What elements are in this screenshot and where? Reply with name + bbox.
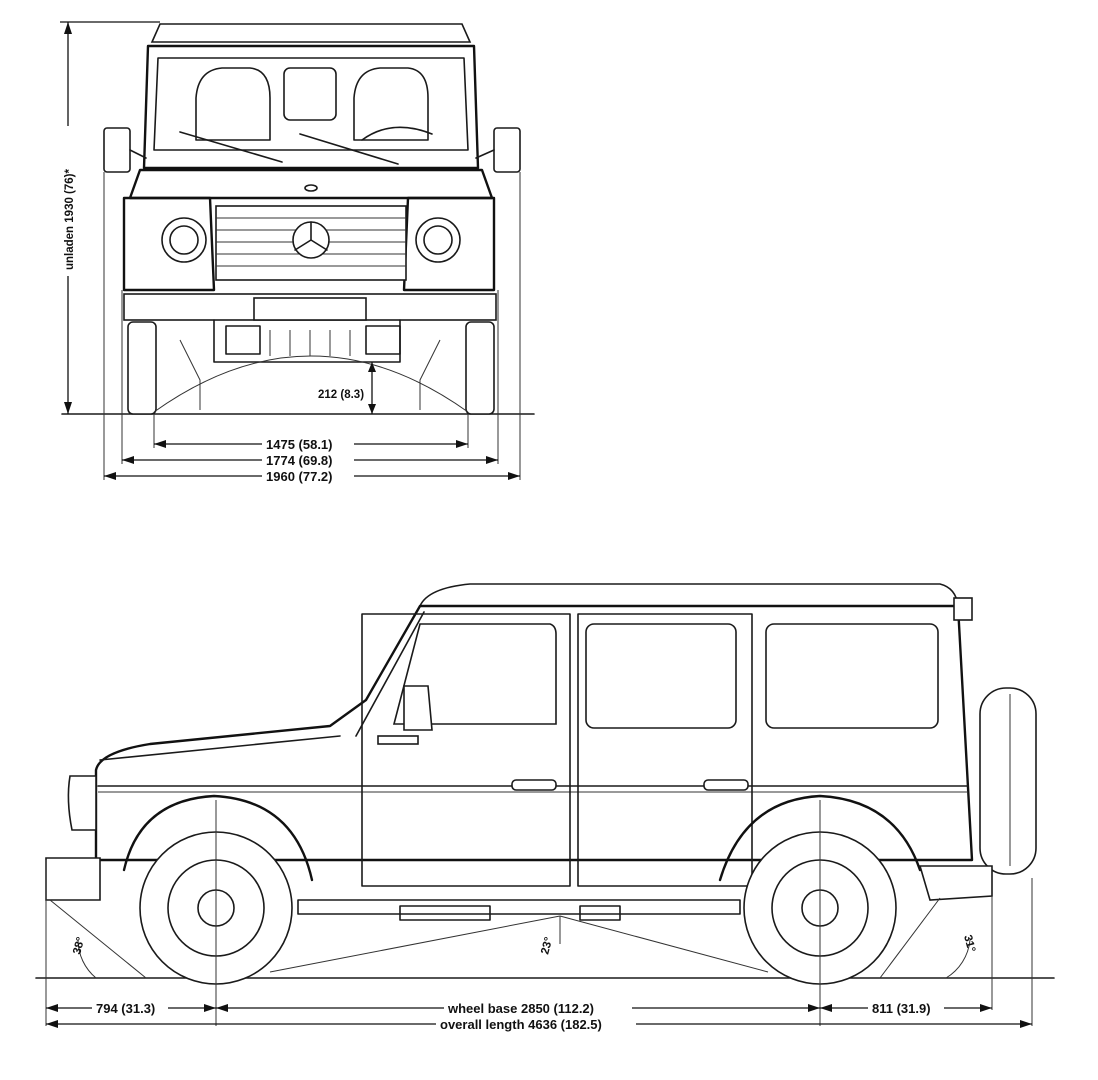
front-door: [361, 613, 571, 887]
cargo-window: [765, 623, 939, 729]
approach-angle-line: [49, 899, 147, 979]
roof-lamp: [953, 597, 973, 621]
track-label: 1475 (58.1): [266, 437, 333, 452]
side-mirror-left: [103, 127, 131, 173]
departure-angle-line: [879, 897, 941, 979]
front-seat-right: [353, 67, 429, 141]
front-hood: [128, 168, 494, 200]
clearance-arc: [153, 355, 469, 413]
front-view: unladen 1930 (76)* 212 (8.3) 1475 (58.1)…: [58, 21, 535, 484]
headlight-right: [415, 217, 461, 263]
front-lamp: [67, 775, 97, 831]
approach-angle-label: 38°: [71, 935, 87, 955]
front-window: [392, 623, 557, 725]
hood-emblem: [304, 184, 318, 192]
front-tire-right: [465, 321, 495, 415]
width-label: 1774 (69.8): [266, 453, 333, 468]
fender-left: [122, 196, 216, 292]
breakover-angle-label: 23°: [539, 935, 555, 955]
side-mirror-right: [493, 127, 521, 173]
overall-length-label: overall length 4636 (182.5): [440, 1017, 602, 1032]
side-front-bumper: [45, 857, 101, 901]
mirror-arm-right: [475, 149, 495, 159]
wiper-right: [299, 133, 399, 165]
front-seat-left: [195, 67, 271, 141]
spare-tire: [979, 687, 1037, 875]
rear-door-handle: [703, 779, 749, 791]
rear-wheel-arch: [718, 794, 922, 882]
interior-mirror: [283, 67, 337, 121]
front-overhang-label: 794 (31.3): [96, 1001, 155, 1016]
front-tire-left: [127, 321, 157, 415]
front-wheel-arch: [122, 794, 314, 882]
front-roof: [150, 23, 472, 43]
mirror-arm-left: [129, 149, 147, 159]
side-view: 38° 23° 31° 794 (31.3) wheel base 2850 (…: [35, 583, 1055, 1032]
height-label: unladen 1930 (76)*: [64, 168, 76, 270]
breakover-line-rear: [559, 915, 769, 973]
clearance-label: 212 (8.3): [318, 389, 364, 401]
side-rear-bumper: [918, 865, 993, 901]
breakover-line-front: [269, 915, 561, 973]
width-mirrors-label: 1960 (77.2): [266, 469, 333, 484]
front-door-handle: [511, 779, 557, 791]
chassis-rail: [297, 899, 741, 915]
license-plate: [253, 297, 367, 321]
rear-overhang-label: 811 (31.9): [872, 1001, 931, 1016]
departure-angle-label: 31°: [961, 934, 977, 954]
front-windshield: [153, 57, 469, 151]
headlight-left: [161, 217, 207, 263]
steering-wheel: [361, 126, 433, 141]
front-cabin: [142, 44, 480, 170]
side-roof: [418, 583, 959, 607]
wiper-left: [179, 131, 283, 163]
rear-window: [585, 623, 737, 729]
side-mirror: [403, 685, 433, 731]
wheelbase-label: wheel base 2850 (112.2): [447, 1001, 594, 1016]
